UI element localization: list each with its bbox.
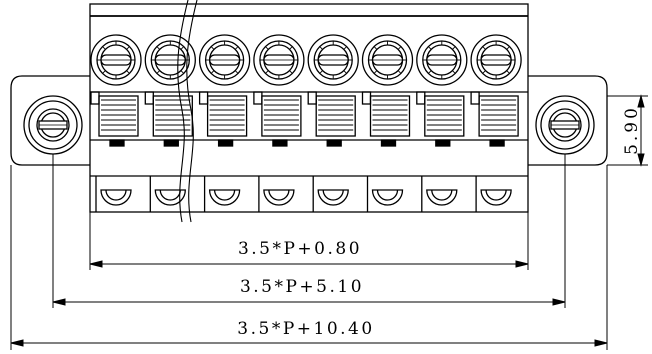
- left-flange: [10, 75, 90, 166]
- dimension-middle-label: 3.5*P+5.10: [240, 277, 364, 297]
- terminal-pin-5: [307, 34, 359, 212]
- terminal-pin-2: [144, 34, 196, 212]
- right-flange: [528, 75, 608, 166]
- terminal-pin-6: [361, 34, 414, 212]
- dimension-middle: [52, 154, 566, 308]
- housing-outline: [89, 3, 529, 213]
- dimension-inner: [89, 212, 529, 270]
- terminal-pin-4: [253, 34, 305, 212]
- terminal-pins: [90, 34, 522, 212]
- dimension-outer: [10, 165, 608, 350]
- terminal-pin-3: [198, 34, 251, 212]
- break-lines: [177, 0, 198, 223]
- dimension-outer-label: 3.5*P+10.40: [237, 319, 374, 339]
- dimension-height-label: 5.90: [622, 105, 642, 155]
- right-flange-screw: [535, 95, 595, 155]
- terminal-pin-8: [470, 34, 522, 212]
- dimension-inner-label: 3.5*P+0.80: [238, 239, 362, 259]
- terminal-pin-1: [90, 34, 142, 212]
- terminal-pin-7: [416, 34, 468, 212]
- dimension-height: [607, 94, 648, 167]
- left-flange-screw: [23, 95, 83, 155]
